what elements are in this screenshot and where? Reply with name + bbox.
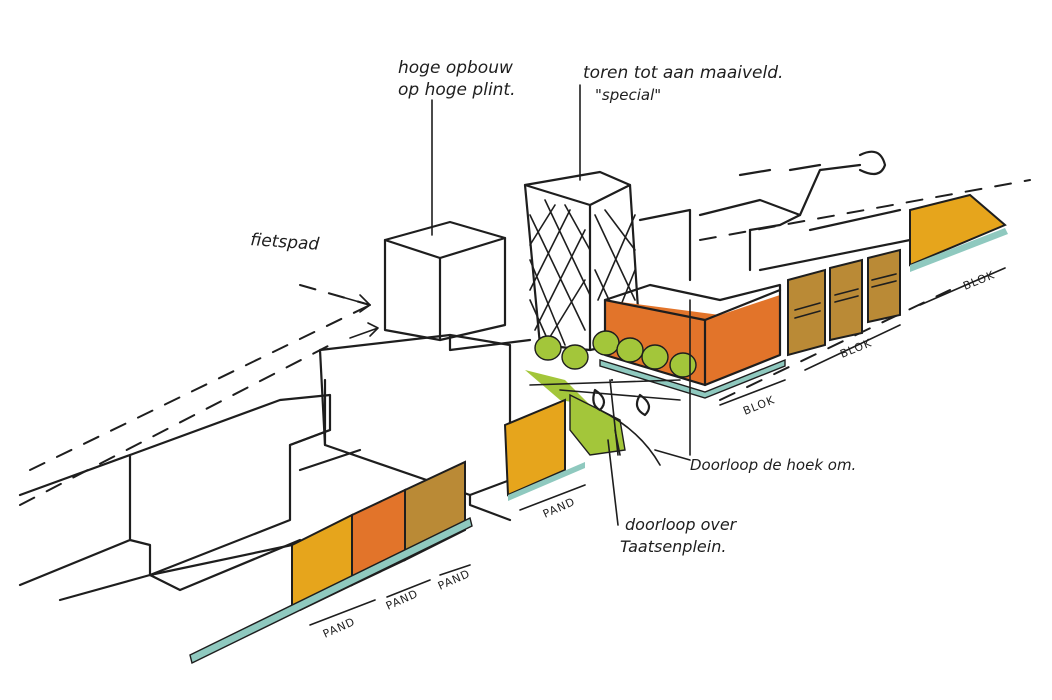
- middle-yellow-facade: [503, 398, 585, 501]
- bottom-facades: [148, 460, 473, 665]
- annotation-toren-1: toren tot aan maaiveld.: [583, 63, 783, 83]
- annotation-doorloop-plein-1: doorloop over: [625, 515, 738, 534]
- left-low-building: [18, 393, 332, 602]
- annotation-hoge-opbouw-1: hoge opbouw: [398, 58, 513, 78]
- annotation-hoge-opbouw-2: op hoge plint.: [398, 80, 516, 100]
- cube-high-volume: [383, 220, 507, 342]
- dimension-brackets: [309, 267, 1006, 626]
- annotation-leaders: [334, 84, 691, 526]
- label-blok-2: BLOK: [838, 336, 874, 360]
- annotation-fietspad: fietspad: [250, 230, 320, 255]
- annotation-doorloop-hoek: Doorloop de hoek om.: [690, 456, 856, 474]
- background-buildings: [638, 150, 912, 282]
- label-pand-4: PAND: [541, 495, 577, 521]
- annotation-toren-2: "special": [595, 86, 661, 104]
- annotation-doorloop-plein-2: Taatsenplein.: [620, 537, 726, 556]
- right-ochre-facades: [787, 193, 1008, 357]
- label-blok-1: BLOK: [741, 393, 777, 417]
- label-blok-3: BLOK: [961, 268, 997, 292]
